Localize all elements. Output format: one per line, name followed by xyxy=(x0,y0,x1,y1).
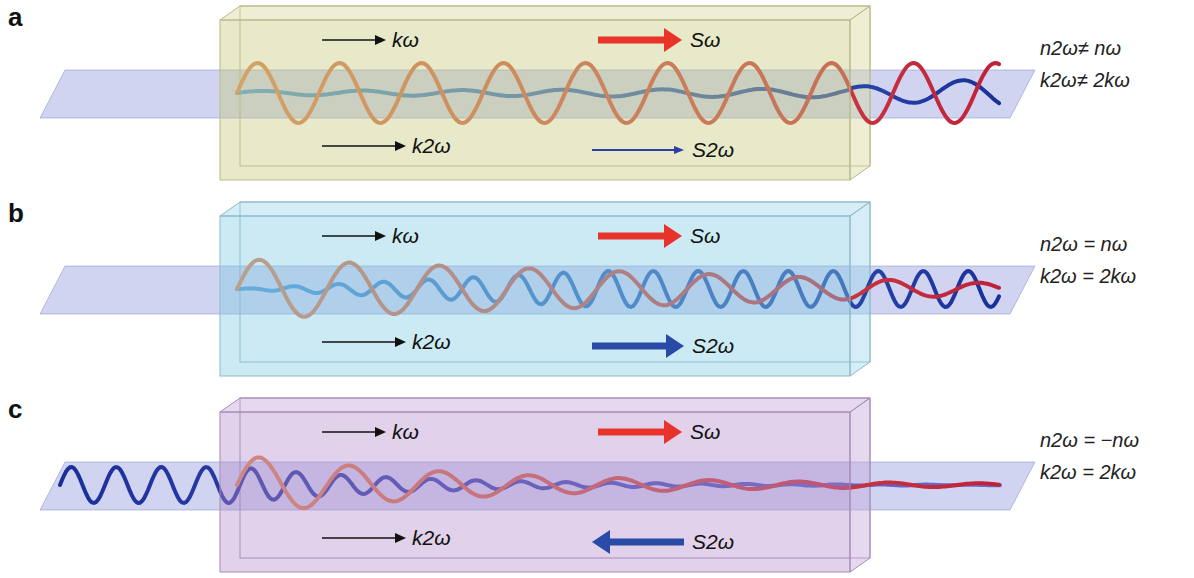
box-top-face xyxy=(220,202,870,216)
poynting-label: S2ω xyxy=(692,334,734,358)
k-omega-arrow xyxy=(322,235,375,237)
s-2omega-arrow-head xyxy=(666,334,684,358)
s-omega-arrow-head xyxy=(664,28,682,52)
k-2omega-arrow-head xyxy=(395,533,406,543)
box-top-face xyxy=(220,398,870,412)
index-equation: n2ω = −nω xyxy=(1040,428,1139,452)
wavevector-equation: k2ω = 2kω xyxy=(1040,460,1136,484)
poynting-label: Sω xyxy=(690,420,720,444)
s-omega-arrow-head xyxy=(664,420,682,444)
panel-letter: c xyxy=(8,394,22,424)
wavevector-label: kω xyxy=(392,224,419,248)
k-omega-arrow-head xyxy=(375,427,386,437)
s-2omega-arrow xyxy=(592,343,666,350)
poynting-label: Sω xyxy=(690,224,720,248)
poynting-label: Sω xyxy=(690,28,720,52)
wavevector-label: k2ω xyxy=(412,526,451,550)
k-2omega-arrow-head xyxy=(395,337,406,347)
panel-letter: b xyxy=(8,198,24,228)
wavevector-label: kω xyxy=(392,420,419,444)
k-2omega-arrow xyxy=(322,537,395,539)
wavevector-label: kω xyxy=(392,28,419,52)
crystal-box xyxy=(220,216,850,376)
s-omega-arrow xyxy=(598,429,664,436)
index-equation: n2ω≠ nω xyxy=(1040,36,1121,60)
crystal-box xyxy=(220,20,850,180)
wavevector-label: k2ω xyxy=(412,134,451,158)
s-2omega-arrow-head xyxy=(674,146,684,154)
k-omega-arrow-head xyxy=(375,35,386,45)
wavevector-equation: k2ω≠ 2kω xyxy=(1040,68,1130,92)
box-top-face xyxy=(220,6,870,20)
k-omega-arrow-head xyxy=(375,231,386,241)
k-2omega-arrow xyxy=(322,341,395,343)
k-2omega-arrow-head xyxy=(395,141,406,151)
s-2omega-arrow-head xyxy=(592,530,610,554)
s-2omega-arrow xyxy=(610,539,684,546)
k-2omega-arrow xyxy=(322,145,395,147)
s-2omega-arrow xyxy=(592,149,674,151)
poynting-label: S2ω xyxy=(692,138,734,162)
k-omega-arrow xyxy=(322,431,375,433)
crystal-box xyxy=(220,412,850,572)
index-equation: n2ω = nω xyxy=(1040,232,1127,256)
k-omega-arrow xyxy=(322,39,375,41)
s-omega-arrow xyxy=(598,37,664,44)
wavevector-equation: k2ω = 2kω xyxy=(1040,264,1136,288)
poynting-label: S2ω xyxy=(692,530,734,554)
wavevector-label: k2ω xyxy=(412,330,451,354)
s-omega-arrow xyxy=(598,233,664,240)
panel-letter: a xyxy=(8,2,22,32)
s-omega-arrow-head xyxy=(664,224,682,248)
